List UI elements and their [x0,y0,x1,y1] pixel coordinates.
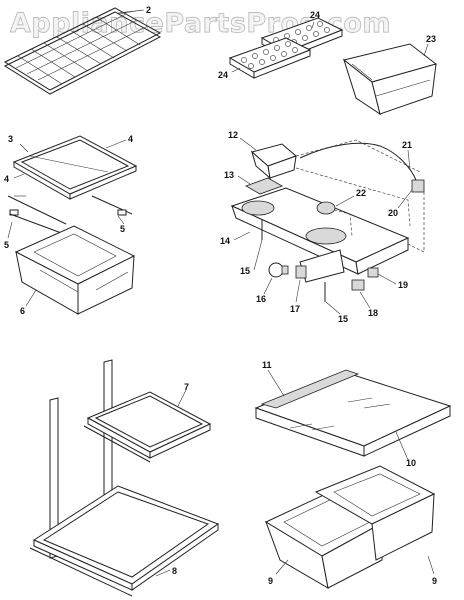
crisper-cover [12,135,138,200]
callout-24-left: 24 [218,70,228,80]
callout-4-left: 4 [4,174,9,184]
callout-21: 21 [402,140,412,150]
crisper-pan [14,225,136,315]
callout-5-left: 5 [4,240,9,250]
callout-labels: 2 24 24 23 3 4 4 5 5 6 12 13 14 15 16 17… [4,5,437,586]
callout-16: 16 [256,294,266,304]
callout-20: 20 [388,208,398,218]
crisper-cover-glass [254,369,452,457]
glass-shelf-upper [83,391,212,463]
callout-9-left: 9 [268,576,273,586]
wire-shelf [3,7,162,95]
crisper-drawer-right [314,465,436,561]
callout-19: 19 [398,280,408,290]
callout-7: 7 [184,382,189,392]
callout-9-right: 9 [432,576,437,586]
callout-4-top: 4 [128,134,133,144]
cover-frame-rails [7,195,133,235]
ice-tray-lower [228,37,312,79]
callout-15-right: 15 [338,314,348,324]
callout-12: 12 [228,130,238,140]
callout-3: 3 [8,134,13,144]
callout-11: 11 [262,360,272,370]
callout-6: 6 [20,306,25,316]
callout-17: 17 [290,304,300,314]
callout-10: 10 [406,458,416,468]
callout-24-top: 24 [310,10,320,20]
callout-22: 22 [356,188,366,198]
callout-5-right: 5 [120,224,125,234]
ice-bin [342,43,438,116]
callout-8: 8 [172,566,177,576]
callout-18: 18 [368,308,378,318]
callout-2: 2 [146,5,151,15]
leader-lines [7,9,435,577]
callout-13: 13 [224,170,234,180]
icemaker-assembly [230,139,425,302]
callout-14: 14 [220,236,230,246]
callout-23: 23 [426,34,436,44]
callout-15-left: 15 [240,266,250,276]
glass-shelf-lower [29,485,220,597]
